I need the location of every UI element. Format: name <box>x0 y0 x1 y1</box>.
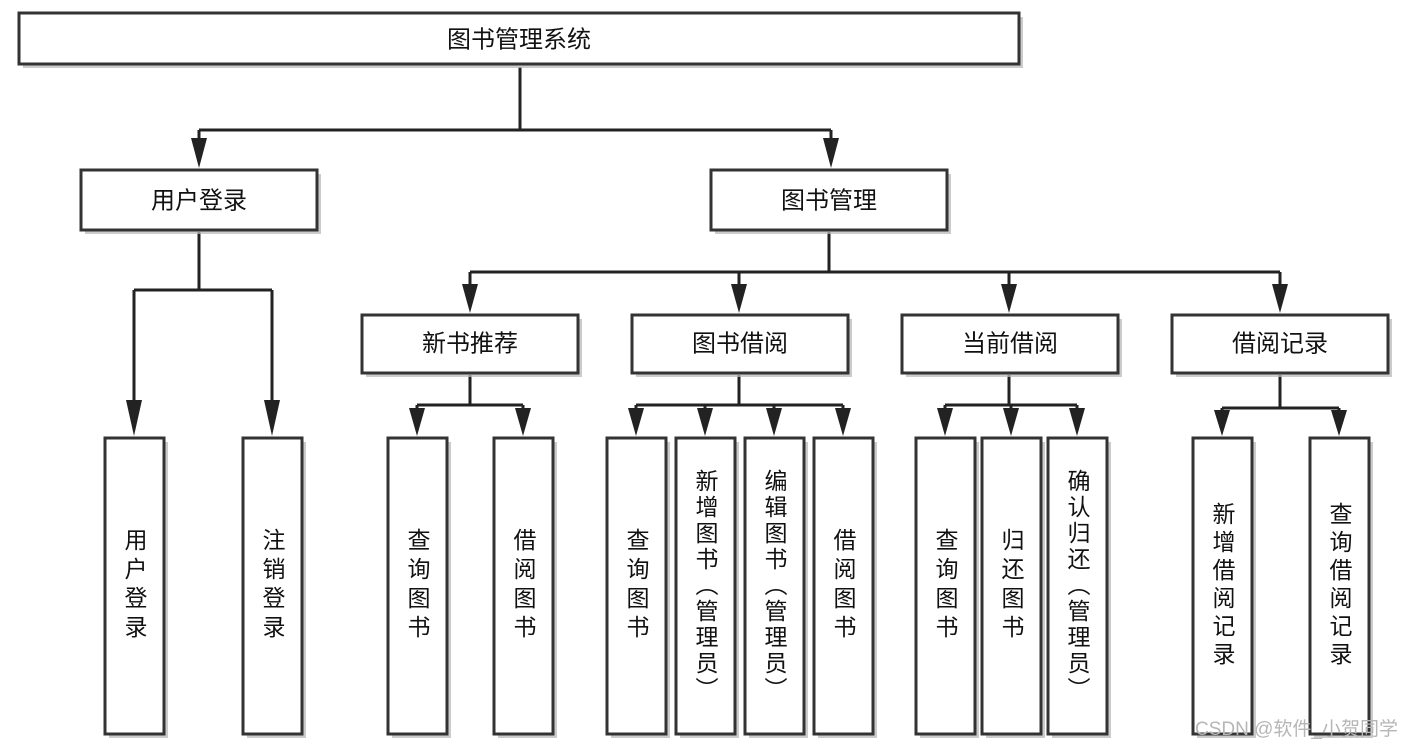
node-records-box[interactable] <box>1170 313 1390 375</box>
node-leaf-current-1-box[interactable] <box>914 436 977 736</box>
arrow-to-borrow <box>731 284 747 313</box>
node-leaf-borrow-3-box[interactable] <box>743 436 806 736</box>
node-leaf-current-2-box[interactable] <box>980 436 1043 736</box>
arrow-to-leaf-borrow-2 <box>697 408 713 436</box>
node-leaf-current-3-label: 确认归还（管理员） <box>1064 469 1091 703</box>
arrow-to-bookmgmt <box>823 138 839 168</box>
watermark-label: CSDN @软件_小贺同学 <box>1195 718 1398 740</box>
node-leaf-newbook-2-box[interactable] <box>492 436 555 736</box>
node-leaf-borrow-1[interactable]: 查询图书 <box>605 436 670 738</box>
arrow-to-leaf-newbook-2 <box>515 408 531 436</box>
node-leaf-borrow-1-box[interactable] <box>605 436 668 736</box>
arrow-to-current <box>1001 284 1017 313</box>
node-leaf-borrow-4-label: 借阅图书 <box>830 528 857 644</box>
node-leaf-newbook-1-label: 查询图书 <box>404 528 431 644</box>
node-leaf-borrow-2-label: 新增图书（管理员） <box>692 469 719 703</box>
arrow-to-newbook <box>462 284 478 313</box>
node-root[interactable]: 图书管理系统 <box>17 11 1023 68</box>
node-borrow-box[interactable] <box>630 313 850 375</box>
node-leaf-newbook-1-box[interactable] <box>386 436 449 736</box>
arrow-to-leaf-newbook-1 <box>409 408 425 436</box>
arrow-to-records <box>1272 284 1288 313</box>
node-leaf-current-2[interactable]: 归还图书 <box>980 436 1045 738</box>
node-records-label: 借阅记录 <box>1232 330 1328 357</box>
arrow-to-login <box>191 138 207 168</box>
node-leaf-login-2-box[interactable] <box>241 436 304 736</box>
arrow-to-leaf-records-1 <box>1214 410 1230 436</box>
node-leaf-current-3-box[interactable] <box>1046 436 1109 736</box>
node-leaf-borrow-3-label: 编辑图书（管理员） <box>761 469 788 703</box>
node-bookmgmt-box[interactable] <box>709 168 949 232</box>
arrow-to-leaf-current-2 <box>1003 408 1019 436</box>
node-leaf-current-1-label: 查询图书 <box>932 528 959 644</box>
node-login[interactable]: 用户登录 <box>79 168 321 234</box>
arrow-to-leaf-borrow-3 <box>766 408 782 436</box>
node-leaf-current-1[interactable]: 查询图书 <box>914 436 979 738</box>
node-records[interactable]: 借阅记录 <box>1170 313 1392 377</box>
node-leaf-login-1[interactable]: 用户登录 <box>103 436 168 738</box>
node-leaf-records-2-box[interactable] <box>1308 436 1371 736</box>
arrow-to-leaf-borrow-4 <box>835 408 851 436</box>
arrow-to-leaf-current-3 <box>1069 408 1085 436</box>
node-leaf-borrow-2[interactable]: 新增图书（管理员） <box>674 436 739 738</box>
arrow-to-leaf-login-1 <box>126 400 142 436</box>
node-leaf-newbook-1[interactable]: 查询图书 <box>386 436 451 738</box>
node-leaf-records-1-box[interactable] <box>1191 436 1254 736</box>
node-current-label: 当前借阅 <box>962 330 1058 357</box>
node-leaf-newbook-2-label: 借阅图书 <box>510 528 537 644</box>
arrow-to-leaf-records-2 <box>1331 410 1347 436</box>
node-leaf-login-1-label: 用户登录 <box>121 528 148 644</box>
node-login-label: 用户登录 <box>151 187 247 214</box>
node-newbook-label: 新书推荐 <box>422 330 518 357</box>
node-newbook-box[interactable] <box>360 313 580 375</box>
node-leaf-records-1-label: 新增借阅记录 <box>1209 502 1236 670</box>
edge-layer <box>126 67 1347 436</box>
node-leaf-borrow-2-box[interactable] <box>674 436 737 736</box>
node-current[interactable]: 当前借阅 <box>900 313 1122 377</box>
node-root-box[interactable] <box>17 11 1021 66</box>
node-leaf-borrow-3[interactable]: 编辑图书（管理员） <box>743 436 808 738</box>
node-borrow[interactable]: 图书借阅 <box>630 313 852 377</box>
arrow-to-leaf-login-2 <box>264 400 280 436</box>
node-leaf-login-2-label: 注销登录 <box>259 528 286 644</box>
node-borrow-label: 图书借阅 <box>692 330 788 357</box>
node-leaf-login-1-box[interactable] <box>103 436 166 736</box>
node-leaf-borrow-4[interactable]: 借阅图书 <box>812 436 877 738</box>
node-leaf-records-1[interactable]: 新增借阅记录 <box>1191 436 1256 738</box>
node-newbook[interactable]: 新书推荐 <box>360 313 582 377</box>
node-login-box[interactable] <box>79 168 319 232</box>
node-leaf-records-2-label: 查询借阅记录 <box>1326 502 1353 670</box>
node-leaf-current-2-label: 归还图书 <box>998 528 1025 644</box>
node-leaf-login-2[interactable]: 注销登录 <box>241 436 306 738</box>
node-leaf-records-2[interactable]: 查询借阅记录 <box>1308 436 1373 738</box>
node-leaf-newbook-2[interactable]: 借阅图书 <box>492 436 557 738</box>
node-root-label: 图书管理系统 <box>447 26 591 53</box>
node-leaf-borrow-4-box[interactable] <box>812 436 875 736</box>
node-current-box[interactable] <box>900 313 1120 375</box>
node-leaf-current-3[interactable]: 确认归还（管理员） <box>1046 436 1111 738</box>
node-leaf-borrow-1-label: 查询图书 <box>623 528 650 644</box>
node-bookmgmt-label: 图书管理 <box>781 187 877 214</box>
arrow-to-leaf-borrow-1 <box>628 408 644 436</box>
arrow-to-leaf-current-1 <box>937 408 953 436</box>
node-bookmgmt[interactable]: 图书管理 <box>709 168 951 234</box>
